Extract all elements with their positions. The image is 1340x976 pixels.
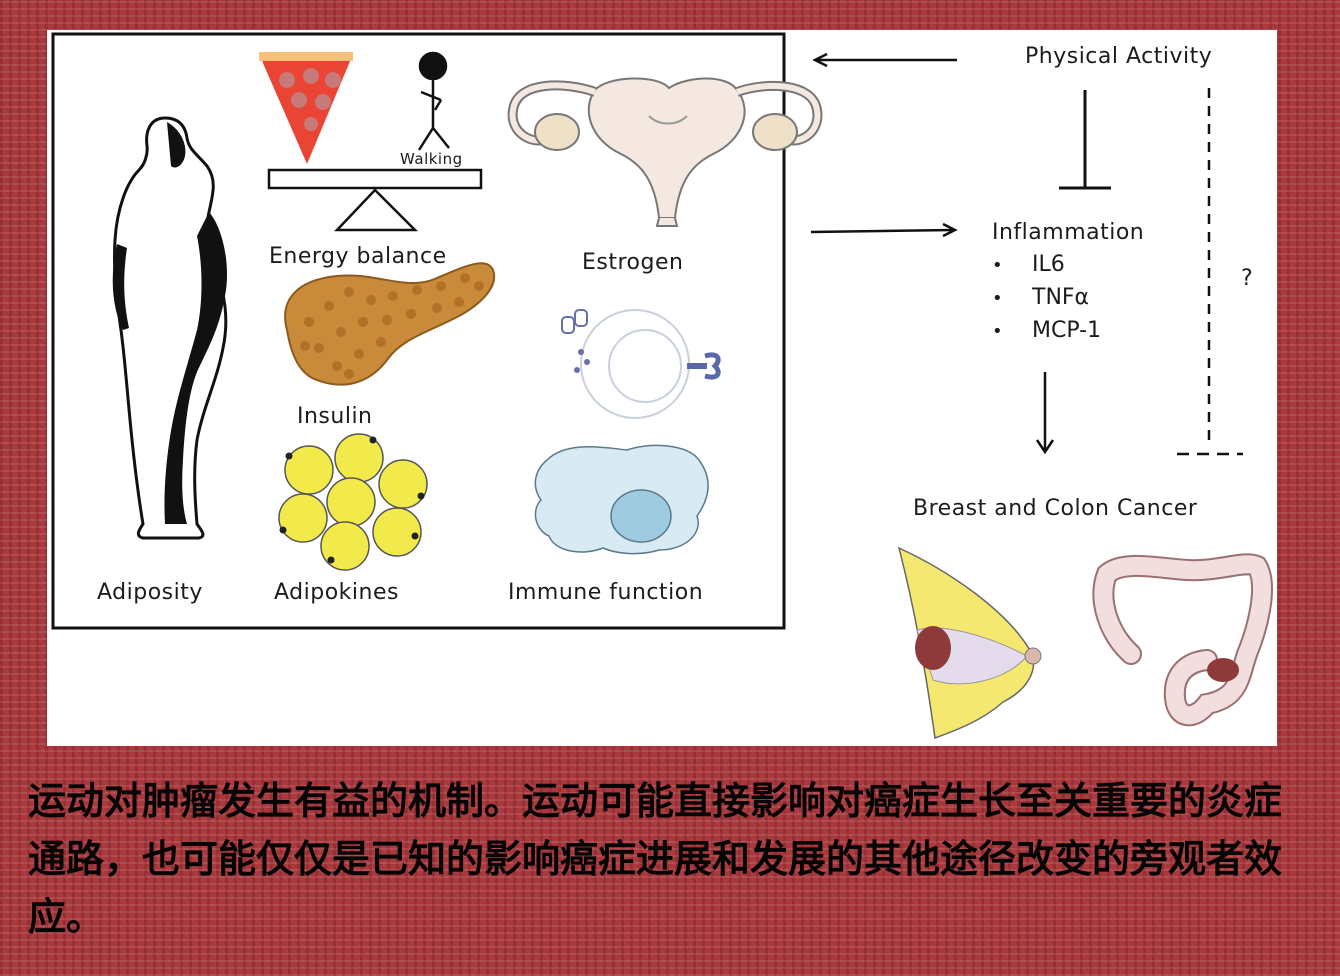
inflammation-label: Inflammation [992,220,1145,245]
walking-label: Walking [400,150,463,168]
pancreas-icon [284,262,496,386]
diagram-figure: Walking Energy balance Estrogen Insulin … [47,30,1277,746]
immune-function-label: Immune function [508,580,704,605]
body-silhouette-icon [112,116,228,540]
insulin-label: Insulin [297,404,373,429]
adiposity-label: Adiposity [97,580,203,605]
stick-figure-icon [417,51,450,151]
breast-tumor-icon [897,546,1042,740]
estrogen-label: Estrogen [582,250,684,275]
physical-activity-label: Physical Activity [1025,44,1213,69]
question-mark-label: ? [1241,266,1254,291]
energy-balance-label: Energy balance [269,244,447,269]
marker-tnfa: •TNFα [992,285,1090,310]
colon-tumor-icon [1092,553,1274,727]
marker-mcp1: •MCP-1 [992,318,1102,343]
panel-frame [51,32,786,630]
marker-il6: •IL6 [992,252,1065,277]
immune-cell-icon [561,309,721,419]
macrophage-icon [534,444,709,555]
breast-colon-cancer-label: Breast and Colon Cancer [913,496,1198,521]
pathway-arrows [810,52,1243,456]
figure-caption: 运动对肿瘤发生有益的机制。运动可能直接影响对癌症生长至关重要的炎症通路，也可能仅… [28,779,1283,939]
fat-cells-icon [278,433,428,571]
inflammation-markers-list: •IL6 •TNFα •MCP-1 [992,252,1101,351]
adipokines-label: Adipokines [274,580,399,605]
balance-scale-icon [267,168,483,232]
uterus-icon [507,77,823,227]
diagram-artwork [51,32,1274,740]
pizza-icon [259,52,353,164]
